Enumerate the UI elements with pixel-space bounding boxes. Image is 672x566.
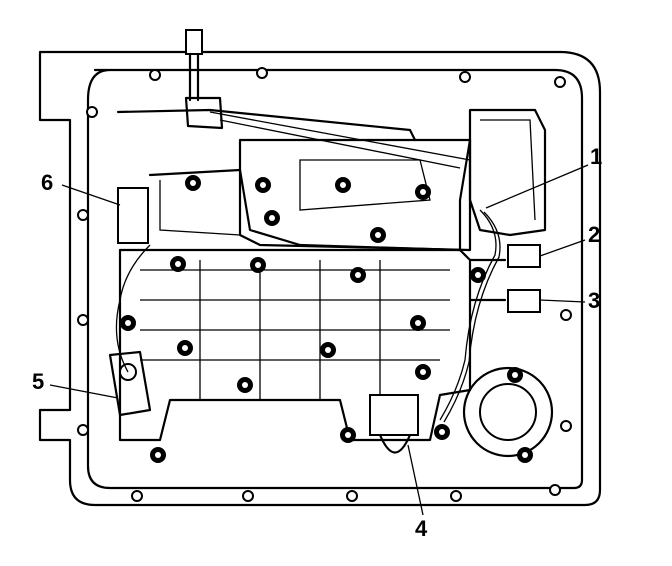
callout-1: 1 [590, 144, 603, 169]
callout-6: 6 [41, 170, 54, 195]
switch-component-5 [108, 350, 152, 417]
callout-leader-lines [49, 164, 589, 516]
connector-component-6 [117, 187, 149, 244]
callout-3: 3 [588, 288, 601, 313]
wiring-harness [115, 209, 501, 423]
manual-shift-linkage [116, 29, 471, 169]
lower-valve-body [118, 248, 472, 442]
upper-valve-body [148, 138, 472, 252]
callout-2: 2 [588, 222, 601, 247]
transmission-case-outline [38, 50, 602, 507]
callout-5: 5 [32, 369, 45, 394]
sensor-component-4 [369, 394, 419, 454]
pan-bolt-holes [77, 67, 572, 502]
servo-cover [462, 366, 554, 458]
callout-4: 4 [415, 516, 428, 541]
valve-body-bolts [120, 175, 533, 463]
